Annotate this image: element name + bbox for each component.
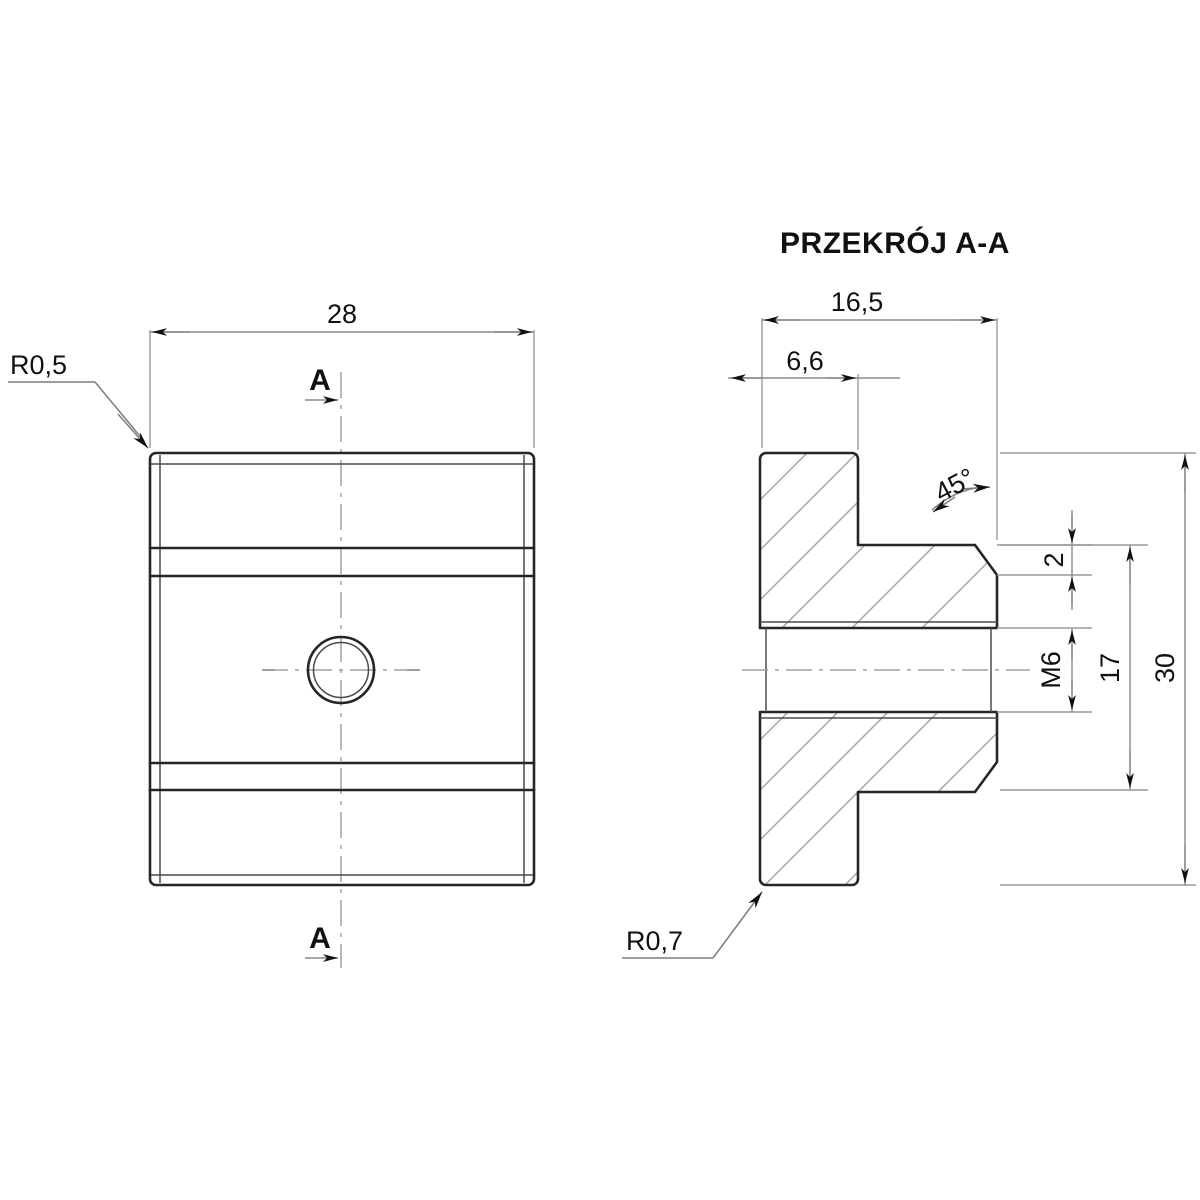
front-view-outline (148, 451, 536, 887)
note-r05-leader-slant (94, 381, 145, 442)
dim-17-label: 17 (1095, 653, 1125, 683)
dim-45deg-arrow-outer (961, 483, 991, 493)
dim-m6-label: M6 (1036, 651, 1066, 689)
section-profile-upper (758, 451, 999, 630)
section-hatch-upper (760, 453, 997, 628)
note-r07-leader-slant (712, 891, 763, 959)
note-r05-arrowhead (117, 413, 149, 449)
dim-45deg-label: 45° (930, 462, 980, 508)
note-r07-label: R0,7 (626, 926, 683, 956)
dim-45deg-arrow-inner (932, 496, 956, 513)
front-view-hole-outer-circle (306, 635, 376, 705)
section-marker-a-top-label: A (309, 364, 331, 397)
dim-2-label: 2 (1039, 552, 1069, 567)
dim-165-label: 16,5 (831, 287, 884, 317)
front-view-group: 28 R0,5 A A (8, 299, 536, 968)
dim-28-label: 28 (327, 299, 357, 329)
dim-30-label: 30 (1150, 653, 1180, 683)
section-view-group: PRZEKRÓJ A-A (622, 226, 1196, 959)
dim-66-label: 6,6 (786, 346, 824, 376)
section-profile-lower (758, 710, 999, 887)
note-r05-label: R0,5 (10, 350, 67, 380)
section-marker-a-bottom-label: A (309, 922, 331, 955)
front-view-hole-inner-circle (312, 641, 370, 699)
section-view-title: PRZEKRÓJ A-A (780, 226, 1010, 260)
